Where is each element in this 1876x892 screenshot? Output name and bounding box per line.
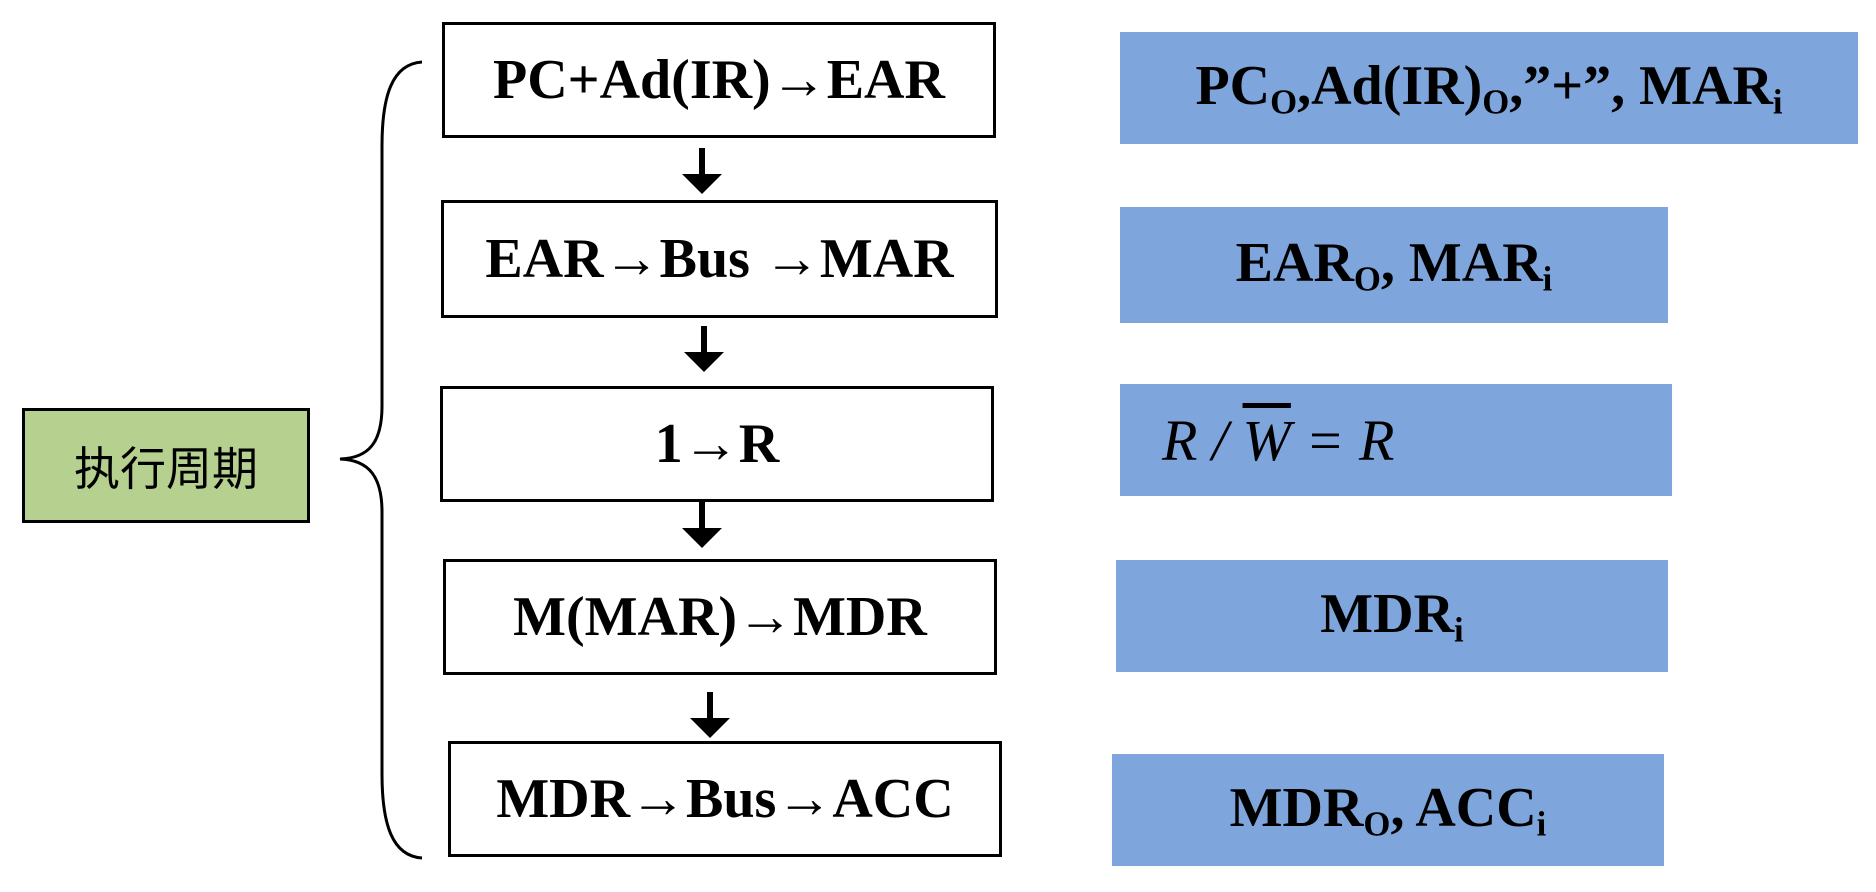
signal-subscript: O: [1270, 82, 1298, 122]
signal-part: , ACC: [1390, 776, 1537, 839]
step-text-4: M(MAR)→MDR: [513, 586, 927, 648]
step-box-1: PC+Ad(IR)→EAR: [442, 22, 996, 138]
signal-box-3: R / W = R: [1120, 384, 1672, 496]
step-text-1: PC+Ad(IR)→EAR: [493, 49, 945, 111]
signal-part: EAR: [1235, 231, 1354, 294]
signal-box-1: PCO,Ad(IR)O,”+”, MARi: [1120, 32, 1858, 144]
phase-label: 执行周期: [74, 441, 258, 496]
signal-part: MDR: [1320, 582, 1455, 645]
step-box-3: 1→R: [440, 386, 994, 502]
step-box-5: MDR→Bus→ACC: [448, 741, 1002, 857]
step-text-2: EAR→Bus →MAR: [485, 228, 954, 290]
step-box-2: EAR→Bus →MAR: [441, 200, 998, 318]
signal-text-1: PCO,Ad(IR)O,”+”, MARi: [1195, 54, 1782, 123]
arrow-down-icon: [684, 326, 724, 372]
signal-subscript: O: [1353, 259, 1381, 299]
step-text-5: MDR→Bus→ACC: [496, 768, 954, 830]
signal-subscript: i: [1542, 259, 1553, 299]
phase-label-box: 执行周期: [22, 408, 310, 523]
signal-subscript: O: [1363, 804, 1391, 844]
signal-part: = R: [1290, 407, 1395, 473]
signal-subscript: i: [1454, 610, 1464, 650]
signal-part: R /: [1162, 407, 1243, 473]
signal-text-3: R / W = R: [1162, 407, 1394, 474]
signal-text-5: MDRO, ACCi: [1230, 776, 1547, 845]
step-text-3: 1→R: [654, 413, 780, 475]
signal-part: ,Ad(IR): [1297, 54, 1483, 117]
signal-box-4: MDRi: [1116, 560, 1668, 672]
signal-subscript: i: [1536, 804, 1547, 844]
arrow-down-icon: [682, 502, 722, 548]
grouping-brace: [339, 60, 423, 860]
signal-box-5: MDRO, ACCi: [1112, 754, 1664, 866]
arrow-down-icon: [690, 692, 730, 738]
signal-part: PC: [1195, 54, 1271, 117]
signal-text-4: MDRi: [1320, 582, 1463, 651]
signal-subscript: i: [1772, 82, 1783, 122]
signal-part: MDR: [1229, 776, 1364, 839]
step-box-4: M(MAR)→MDR: [443, 559, 997, 675]
signal-part: W: [1242, 407, 1291, 473]
arrow-down-icon: [682, 148, 722, 194]
signal-part: ,”+”, MAR: [1509, 54, 1773, 117]
signal-subscript: O: [1482, 82, 1510, 122]
signal-text-2: EARO, MARi: [1236, 231, 1553, 300]
signal-box-2: EARO, MARi: [1120, 207, 1668, 323]
signal-part: , MAR: [1380, 231, 1543, 294]
